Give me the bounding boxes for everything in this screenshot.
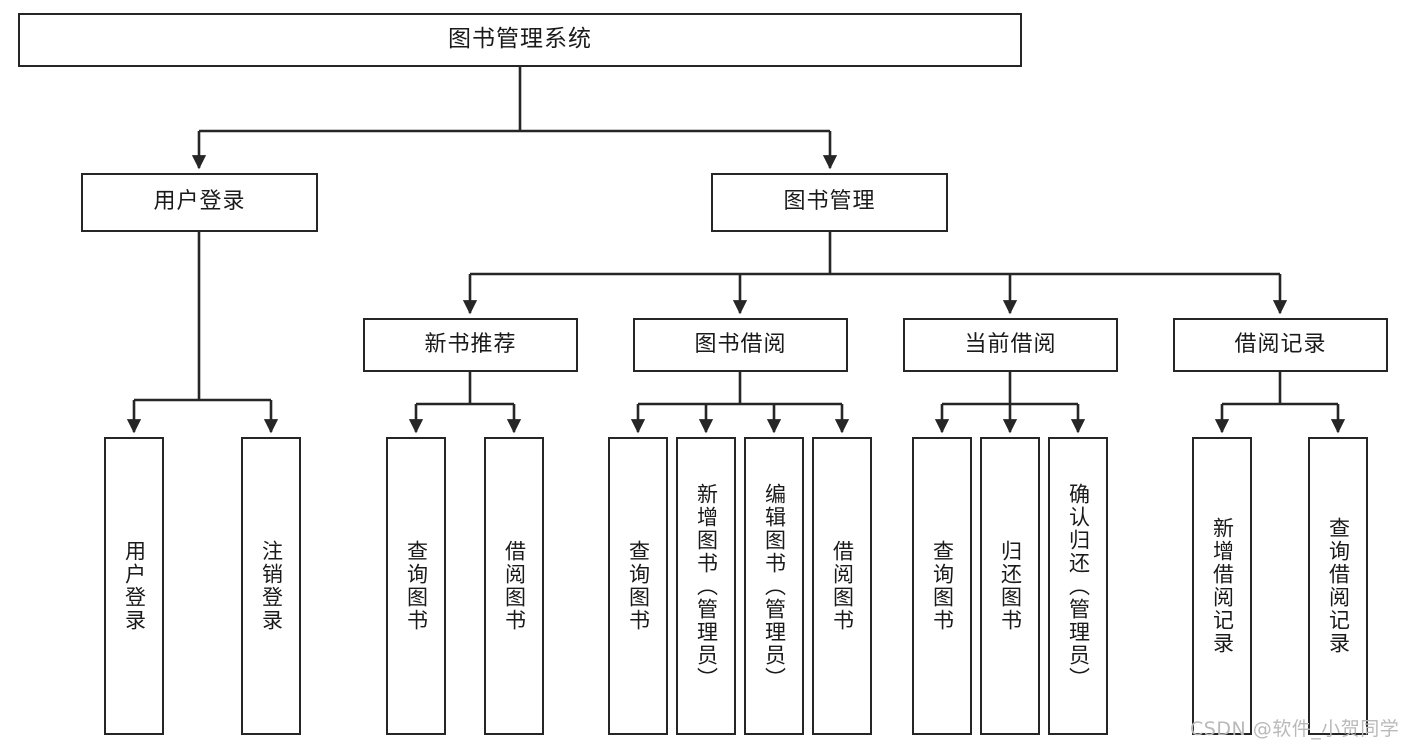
node-book-borrow[interactable]: 图书借阅 [633,318,848,372]
node-label: 当前借阅 [964,331,1057,357]
leaf-query-book-recommend[interactable]: 查询图书 [386,437,446,735]
node-label: 图书管理 [783,189,876,215]
leaf-confirm-return-admin[interactable]: 确认归还（管理员） [1048,437,1108,735]
node-label: 查询图书 [930,540,955,632]
node-label: 图书借阅 [694,331,787,357]
node-label: 注销登录 [259,540,284,632]
leaf-return-book[interactable]: 归还图书 [980,437,1040,735]
node-label: 查询借阅记录 [1326,517,1351,655]
node-label: 用户登录 [153,189,246,215]
node-book-management[interactable]: 图书管理 [711,173,948,232]
node-new-book-recommend[interactable]: 新书推荐 [363,318,578,372]
leaf-add-borrow-record[interactable]: 新增借阅记录 [1192,437,1252,735]
node-borrow-records[interactable]: 借阅记录 [1173,318,1388,372]
node-label: 新增借阅记录 [1210,517,1235,655]
leaf-query-borrow-record[interactable]: 查询借阅记录 [1308,437,1368,735]
node-label: 用户登录 [122,540,147,632]
node-label: 借阅图书 [830,540,855,632]
node-label: 新书推荐 [424,331,517,357]
node-label: 借阅记录 [1234,331,1327,357]
leaf-query-book-current[interactable]: 查询图书 [912,437,972,735]
leaf-edit-book-admin[interactable]: 编辑图书（管理员） [744,437,804,735]
node-label: 查询图书 [404,540,429,632]
csdn-watermark: CSDN @软件_小贺同学 [1190,718,1400,740]
node-root-system[interactable]: 图书管理系统 [18,13,1022,67]
leaf-logout[interactable]: 注销登录 [241,437,301,735]
leaf-borrow-book-recommend[interactable]: 借阅图书 [484,437,544,735]
leaf-user-login[interactable]: 用户登录 [104,437,164,735]
leaf-borrow-book[interactable]: 借阅图书 [812,437,872,735]
node-label: 编辑图书（管理员） [762,482,787,690]
node-label: 图书管理系统 [448,26,592,53]
node-label: 借阅图书 [502,540,527,632]
node-current-borrow[interactable]: 当前借阅 [903,318,1118,372]
leaf-add-book-admin[interactable]: 新增图书（管理员） [676,437,736,735]
node-user-login[interactable]: 用户登录 [81,173,318,232]
leaf-query-book-borrow[interactable]: 查询图书 [608,437,668,735]
node-label: 查询图书 [626,540,651,632]
node-label: 新增图书（管理员） [694,482,719,690]
node-label: 归还图书 [998,540,1023,632]
node-label: 确认归还（管理员） [1066,482,1091,690]
